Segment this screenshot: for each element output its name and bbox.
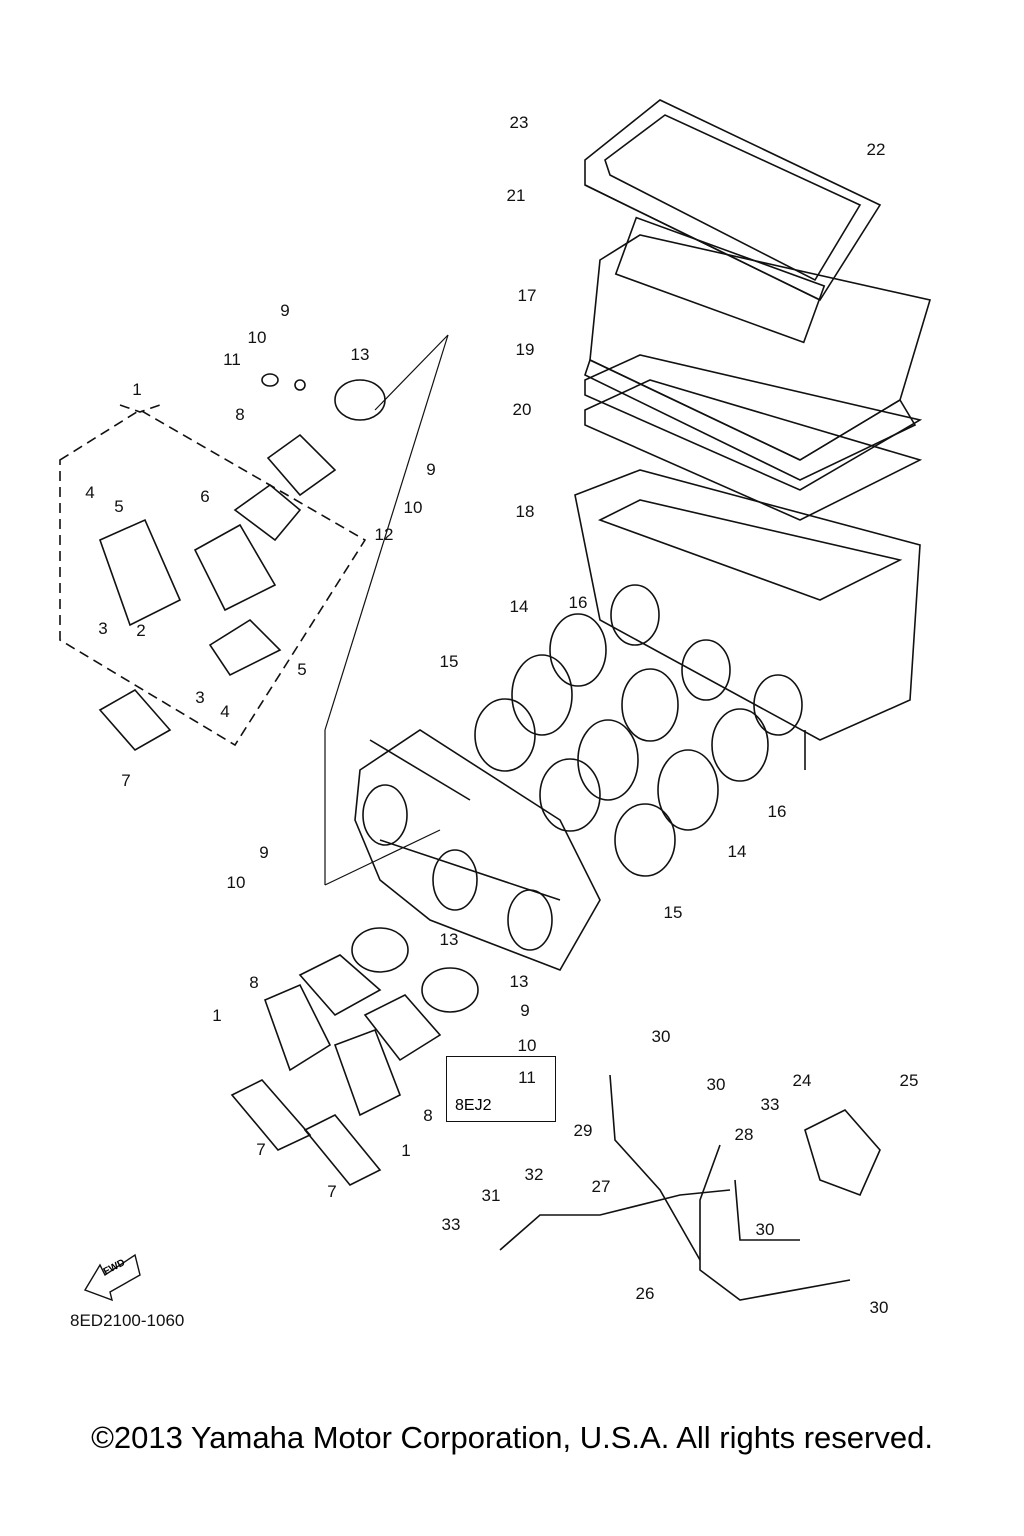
callout-number: 6 [200,487,210,506]
callout-number: 30 [651,1027,671,1046]
variant-label: 8EJ2 [455,1097,492,1114]
callout-number: 4 [85,483,95,502]
lower-intake-parts [230,927,479,1187]
callout-number: 5 [297,660,307,679]
callout-number: 17 [517,286,537,305]
callout-number: 27 [591,1177,611,1196]
callout-number: 11 [223,350,241,369]
callout-number: 23 [509,113,529,132]
callout-number: 28 [734,1125,754,1144]
callout-number: 14 [509,597,529,616]
gasket [584,354,923,491]
callout-number: 16 [568,593,588,612]
callout-number: 2 [136,621,146,640]
reed-valve-assembly-outline [59,409,367,747]
callout-number: 24 [792,1071,812,1090]
callout-number: 32 [524,1165,544,1184]
callout-number: 31 [481,1186,501,1205]
callout-number: 7 [256,1140,266,1159]
copyright: ©2013 Yamaha Motor Corporation, U.S.A. A… [91,1420,933,1455]
callout-number: 15 [663,903,683,922]
callout-number: 21 [506,186,526,205]
callout-number: 10 [226,873,246,892]
variant-box: 8EJ2 [446,1056,556,1122]
callout-number: 7 [121,771,131,790]
callout-number: 9 [259,843,269,862]
callout-number: 15 [439,652,459,671]
callout-number: 22 [866,140,886,159]
seal [584,379,923,521]
callout-number: 1 [212,1006,222,1025]
callout-number: 33 [760,1095,780,1114]
callout-number: 10 [517,1036,537,1055]
carburetor-assembly [354,729,601,971]
air-box-upper [584,216,932,481]
callout-number: 3 [195,688,205,707]
callout-number: 8 [423,1106,433,1125]
callout-number: 9 [426,460,436,479]
callout-number: 9 [520,1001,530,1020]
callout-number: 30 [706,1075,726,1094]
callout-number: 4 [220,702,230,721]
callout-number: 7 [327,1182,337,1201]
callout-number: 11 [518,1068,536,1087]
air-box-lower [574,469,921,770]
callout-number: 9 [280,301,290,320]
callout-number: 10 [247,328,267,347]
callout-number: 25 [899,1071,919,1090]
callout-number: 10 [403,498,423,517]
callout-number: 29 [573,1121,593,1140]
callout-number: 14 [727,842,747,861]
callout-number: 3 [98,619,108,638]
callout-number: 20 [512,400,532,419]
callout-number: 16 [767,802,787,821]
part-code: 8ED2100-1060 [70,1311,185,1330]
callout-number: 30 [755,1220,775,1239]
callout-number: 5 [114,497,124,516]
callout-number: 8 [249,973,259,992]
callout-number: 1 [132,380,142,399]
callout-number: 12 [374,525,394,544]
callout-number: 13 [350,345,370,364]
air-filter-cover [584,99,882,302]
callout-number: 30 [869,1298,889,1317]
callout-number: 8 [235,405,245,424]
clamps-and-joints [474,584,803,877]
callout-number: 26 [635,1284,655,1303]
fwd-arrow [83,1253,141,1302]
callout-number: 33 [441,1215,461,1234]
fuel-pump-and-hoses [499,1074,881,1301]
reed-valve-parts [98,373,386,752]
callout-number: 13 [439,930,459,949]
callout-number: 13 [509,972,529,991]
callout-number: 18 [515,502,535,521]
callout-number: 19 [515,340,535,359]
callout-number: 1 [401,1141,411,1160]
